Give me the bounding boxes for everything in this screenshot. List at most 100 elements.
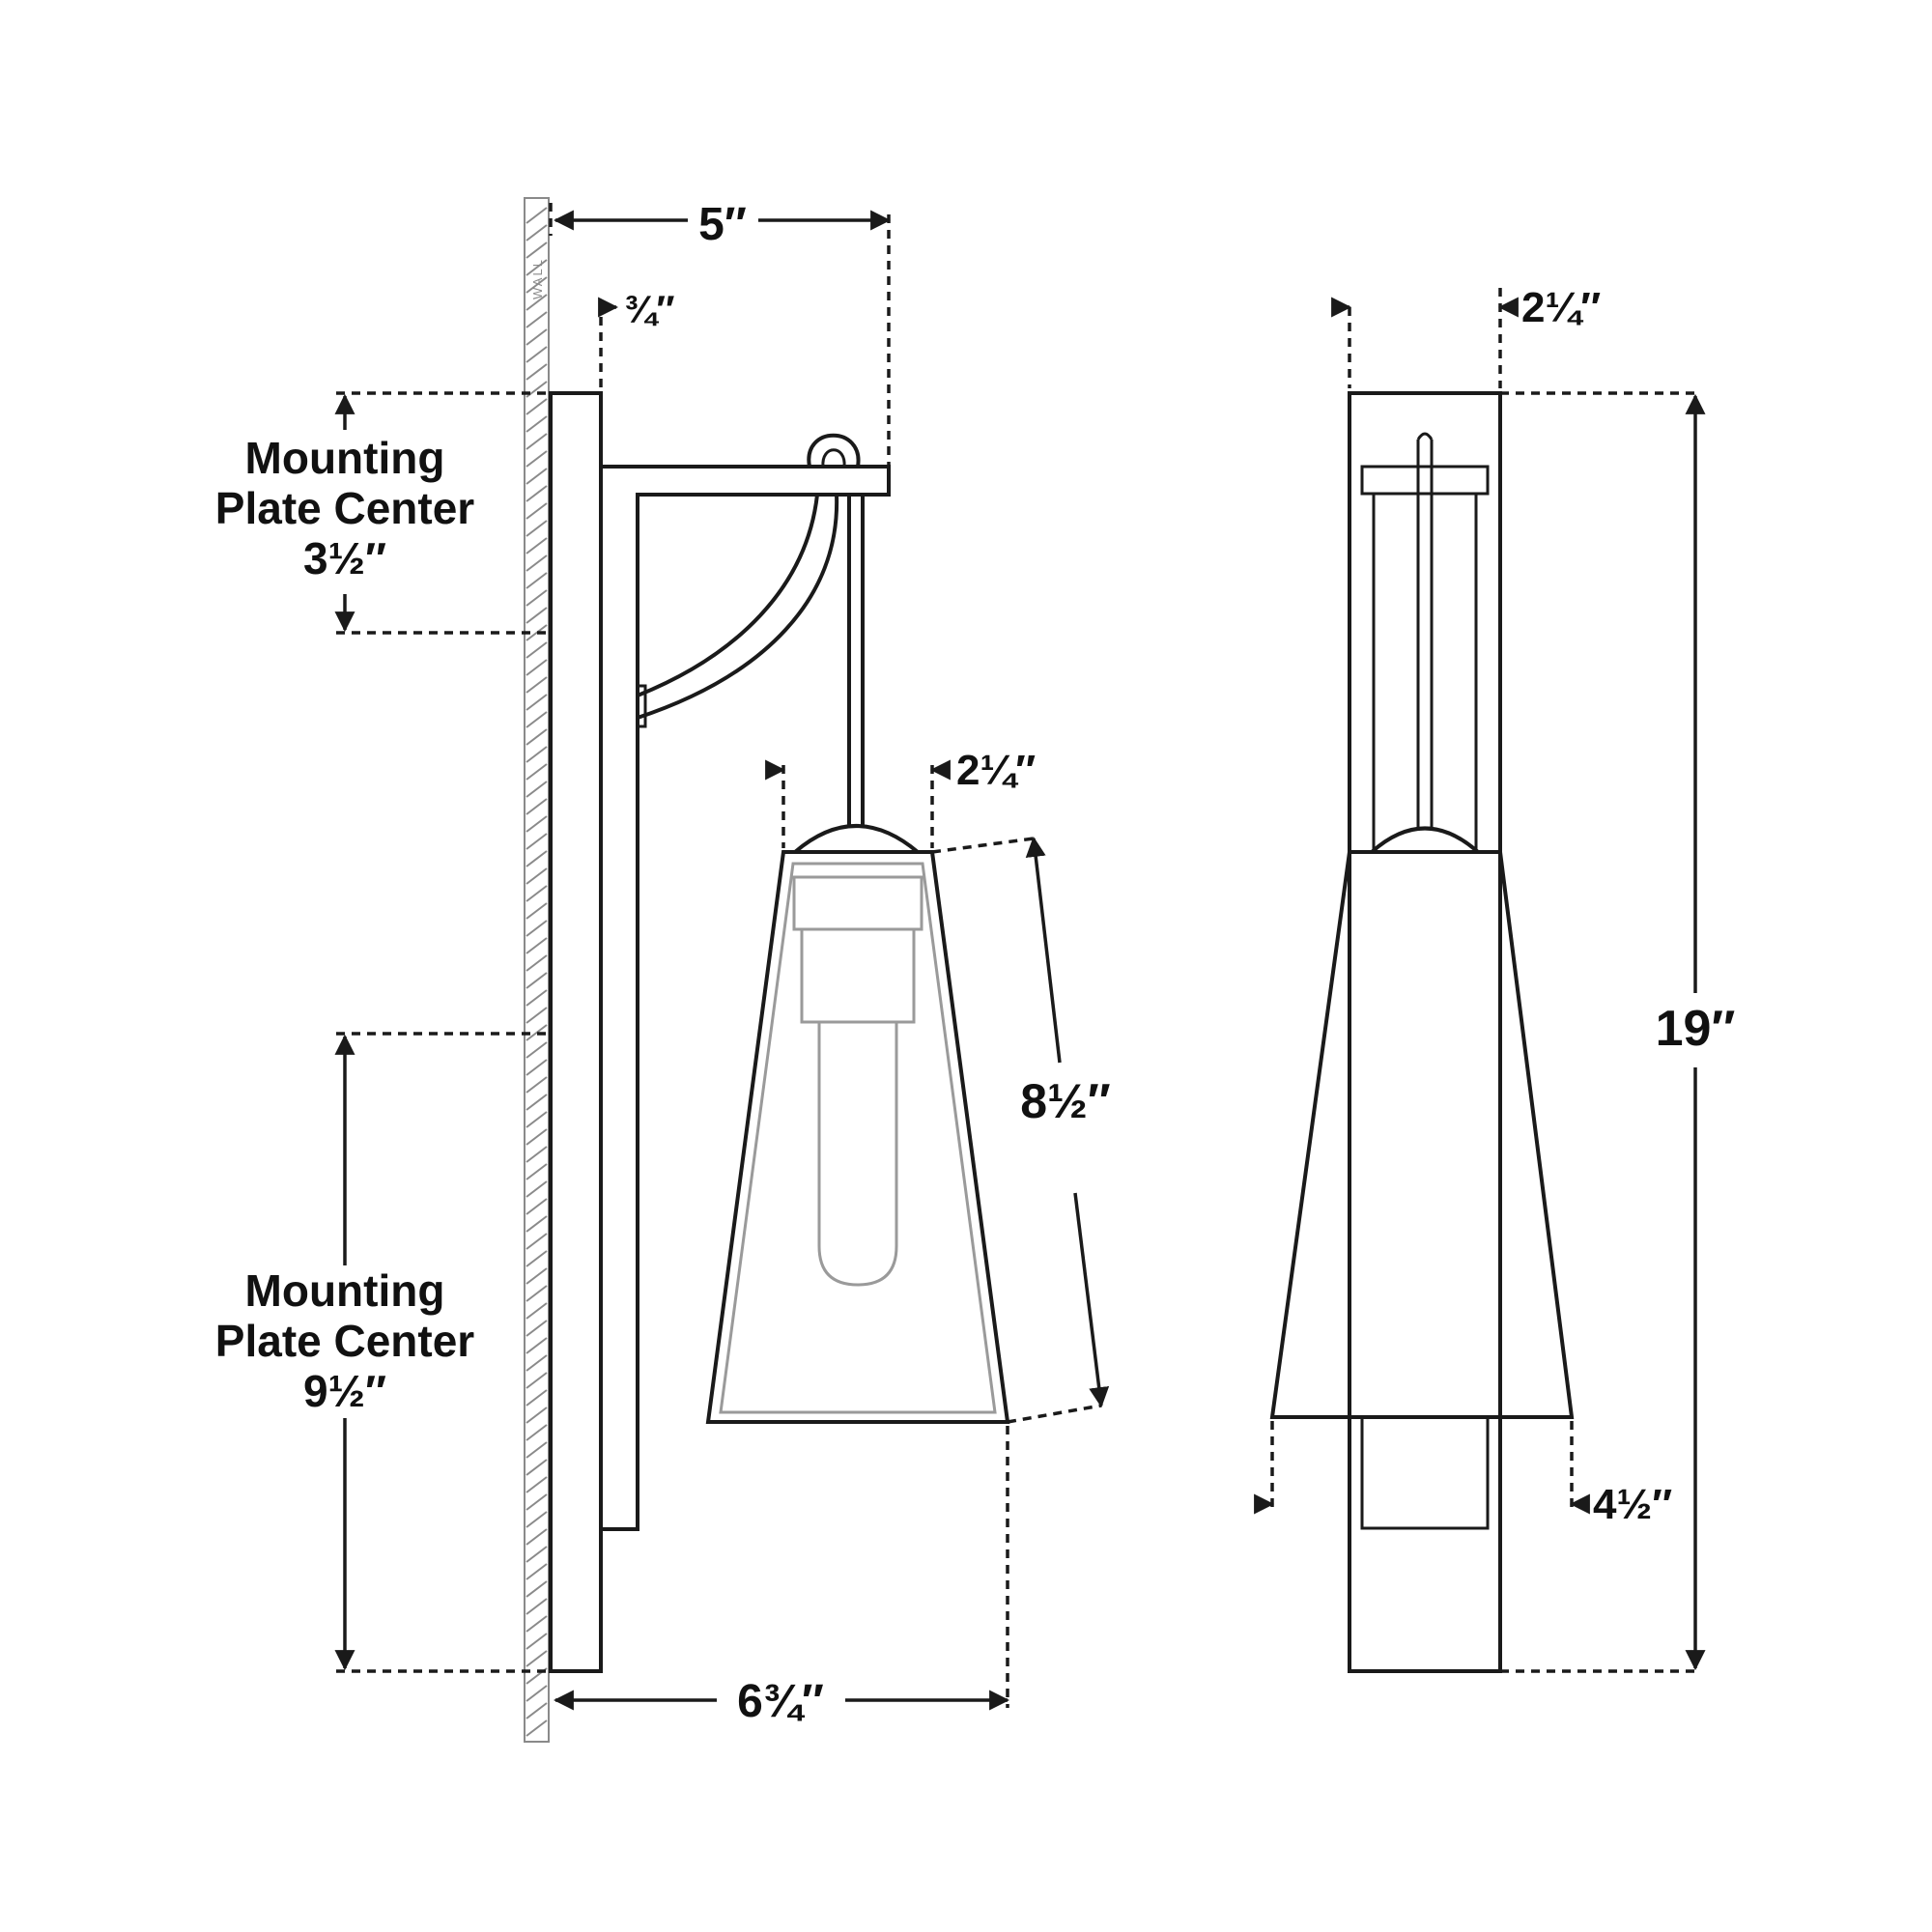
hook-loop [807,433,861,468]
dim-6-3-4in-label: 6¾″ [737,1676,824,1727]
wall-hatch-line [526,468,548,485]
wall-hatch-line [526,1650,548,1667]
wall-hatch-line [526,1493,548,1511]
wall-hatch-line [526,1007,548,1024]
wall-hatch-line [526,798,548,815]
wall-hatch-line [526,728,548,746]
dim-mounting-lower: Mounting Plate Center 9½″ [215,1034,475,1671]
dim-4-1-2in-label: 4½″ [1593,1481,1672,1528]
wall-hatch-line [526,763,548,781]
wall-hatch-line [526,328,548,346]
dim-backplate-depth: ¾″ [598,289,675,388]
wall: WALL [524,197,550,1743]
wall-hatch-line [526,1111,548,1128]
wall-hatch-line [526,398,548,415]
wall-hatch-line [526,1476,548,1493]
wall-hatch-line [526,1685,548,1702]
wall-hatch-line [526,867,548,885]
wall-hatch-line [526,1389,548,1406]
dim-shade-top-width-side: 2¼″ [765,747,1036,848]
wall-hatch-line [526,972,548,989]
cage-front [1360,432,1490,852]
wall-hatch-line [526,572,548,589]
wall-hatch-line [526,1302,548,1320]
dim-overall-depth-bottom: 6¾″ [553,1426,1010,1727]
wall-hatch-line [526,259,548,276]
wall-hatch-line [526,1094,548,1111]
dim-shade-bottom-width: 4½″ [1254,1421,1672,1528]
wall-hatch-line [526,781,548,798]
wall-hatch-line [526,363,548,381]
wall-hatch-line [526,1215,548,1233]
wall-hatch-line [526,485,548,502]
wall-hatch-line [526,1076,548,1094]
wall-hatch-line [526,1233,548,1250]
wall-hatch-line [526,815,548,833]
wall-hatch-line [526,711,548,728]
wall-hatch-line [526,694,548,711]
mount-upper-line2: Plate Center [215,483,475,533]
wall-hatch-line [526,1459,548,1476]
wall-hatch-line [526,450,548,468]
mount-upper-line1: Mounting [245,433,445,483]
mount-lower-line1: Mounting [245,1265,445,1316]
wall-hatch-line [526,1163,548,1180]
wall-hatch-line [526,1528,548,1546]
wall-hatch-line [526,1285,548,1302]
wall-hatch-line [526,224,548,242]
dim-8-1-2in-label: 8½″ [1020,1074,1111,1128]
dim-19in-label: 19″ [1656,1001,1736,1057]
wall-hatch-line [526,607,548,624]
wall-hatch-line [526,1024,548,1041]
wall-hatch-line [526,746,548,763]
wall-hatch-line [526,433,548,450]
wall-hatch-line [526,833,548,850]
wall-hatching [526,207,548,1737]
mount-upper-value: 3½″ [303,533,386,583]
wall-hatch-line [526,954,548,972]
wall-hatch-line [526,1059,548,1076]
wall-hatch-line [526,554,548,572]
wall-hatch-line [526,989,548,1007]
wall-hatch-line [526,1337,548,1354]
wall-hatch-line [526,537,548,554]
wall-hatch-line [526,415,548,433]
dim-overall-depth-top: 5″ [549,199,892,467]
wall-hatch-line [526,920,548,937]
lantern-shade-front [1269,826,1575,1530]
wall-hatch-line [526,676,548,694]
wall-hatch-line [526,1615,548,1633]
wall-hatch-line [526,659,548,676]
wall-hatch-line [526,1563,548,1580]
wall-hatch-line [526,1320,548,1337]
downrod-side [847,495,865,826]
wall-hatch-line [526,1702,548,1719]
wall-hatch-line [526,937,548,954]
wall-hatch-line [526,1198,548,1215]
wall-hatch-line [526,1546,548,1563]
mount-lower-line2: Plate Center [215,1316,475,1366]
wall-hatch-line [526,207,548,224]
wall-hatch-line [526,850,548,867]
wall-label: WALL [530,258,545,299]
wall-hatch-line [526,520,548,537]
wall-hatch-line [526,1424,548,1441]
wall-hatch-line [526,502,548,520]
wall-hatch-line [526,346,548,363]
dim-5in-label: 5″ [698,199,747,250]
wall-hatch-line [526,902,548,920]
wall-hatch-line [526,1041,548,1059]
wall-hatch-line [526,1372,548,1389]
dim-2-1-4in-front-label: 2¼″ [1521,284,1601,331]
wall-hatch-line [526,1250,548,1267]
wall-hatch-line [526,294,548,311]
dim-3-4in-label: ¾″ [624,289,675,331]
dim-2-1-4in-side-label: 2¼″ [956,747,1036,794]
wall-hatch-line [526,1511,548,1528]
wall-hatch-line [526,624,548,641]
wall-hatch-line [526,589,548,607]
wall-hatch-line [526,1598,548,1615]
backplate-side [549,391,603,1673]
dim-overall-height: 19″ [1500,391,1736,1673]
